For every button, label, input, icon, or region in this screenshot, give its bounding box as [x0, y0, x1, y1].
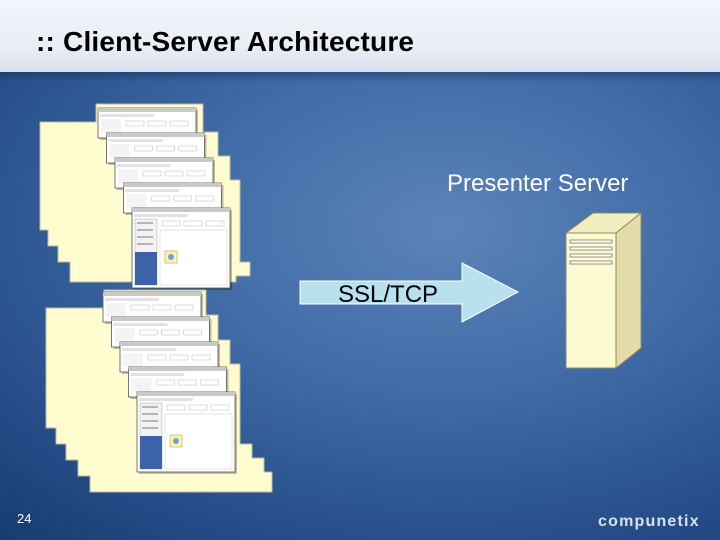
server-label: Presenter Server [447, 170, 629, 197]
company-logo: compunetix [598, 513, 700, 530]
lower-client-windows [102, 291, 237, 474]
upper-client-stack-window [131, 207, 232, 290]
connection-label: SSL/TCP [338, 281, 439, 308]
header-bar [0, 0, 720, 72]
slide-title: :: Client-Server Architecture [36, 26, 415, 57]
server-icon [564, 211, 643, 370]
upper-client-windows [97, 107, 232, 290]
page-number: 24 [17, 511, 32, 526]
header-shadow [0, 72, 720, 82]
lower-client-stack-window [136, 391, 237, 474]
connection-arrow[interactable] [299, 262, 520, 323]
content-sun-icon [169, 434, 183, 448]
content-sun-icon [164, 250, 178, 264]
